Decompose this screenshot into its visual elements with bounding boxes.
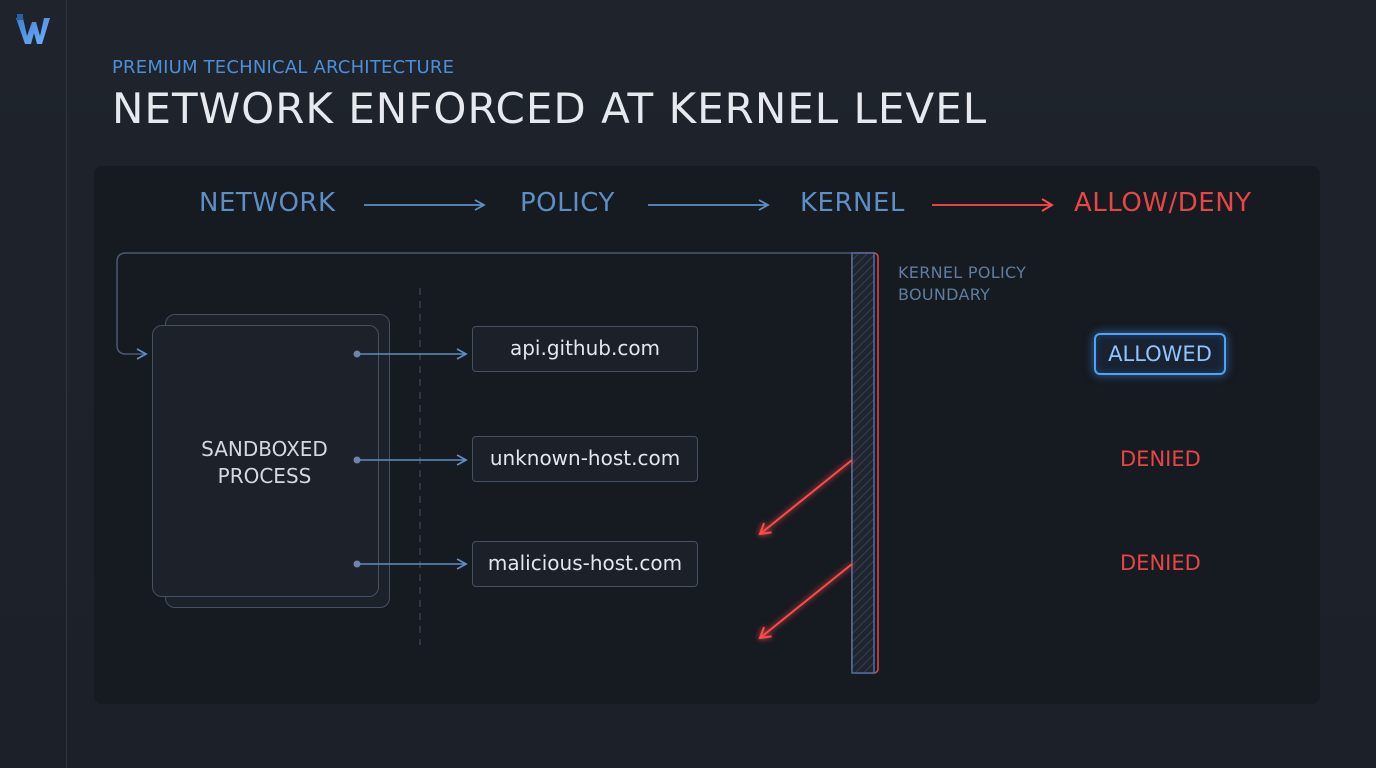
side-divider: [66, 0, 67, 768]
process-label-line1: SANDBOXED: [201, 437, 328, 461]
host-box-unknown: unknown-host.com: [472, 436, 698, 482]
process-label: SANDBOXED PROCESS: [152, 436, 377, 490]
host-box-github: api.github.com: [472, 326, 698, 372]
stage-policy: POLICY: [520, 188, 615, 218]
boundary-label-line1: KERNEL POLICY: [898, 263, 1027, 282]
deflect-arrow-1: [758, 459, 853, 536]
stage-kernel: KERNEL: [800, 188, 905, 218]
boundary-label-line2: BOUNDARY: [898, 285, 991, 304]
process-label-line2: PROCESS: [217, 464, 312, 488]
boundary-label: KERNEL POLICY BOUNDARY: [898, 262, 1026, 306]
w-logo-icon: [16, 14, 50, 44]
loopback-line: [116, 252, 852, 360]
denied-label-1: DENIED: [1120, 447, 1201, 471]
process-card-front: [152, 325, 379, 597]
kernel-boundary: [851, 252, 875, 674]
denied-label-2: DENIED: [1120, 551, 1201, 575]
stage-allow-deny: ALLOW/DENY: [1074, 188, 1252, 218]
stage-network: NETWORK: [199, 188, 336, 218]
allowed-badge: ALLOWED: [1094, 333, 1226, 375]
page-title: NETWORK ENFORCED AT KERNEL LEVEL: [112, 84, 988, 133]
deflect-arrow-2: [758, 563, 853, 640]
host-box-malicious: malicious-host.com: [472, 541, 698, 587]
eyebrow-text: PREMIUM TECHNICAL ARCHITECTURE: [112, 57, 455, 78]
